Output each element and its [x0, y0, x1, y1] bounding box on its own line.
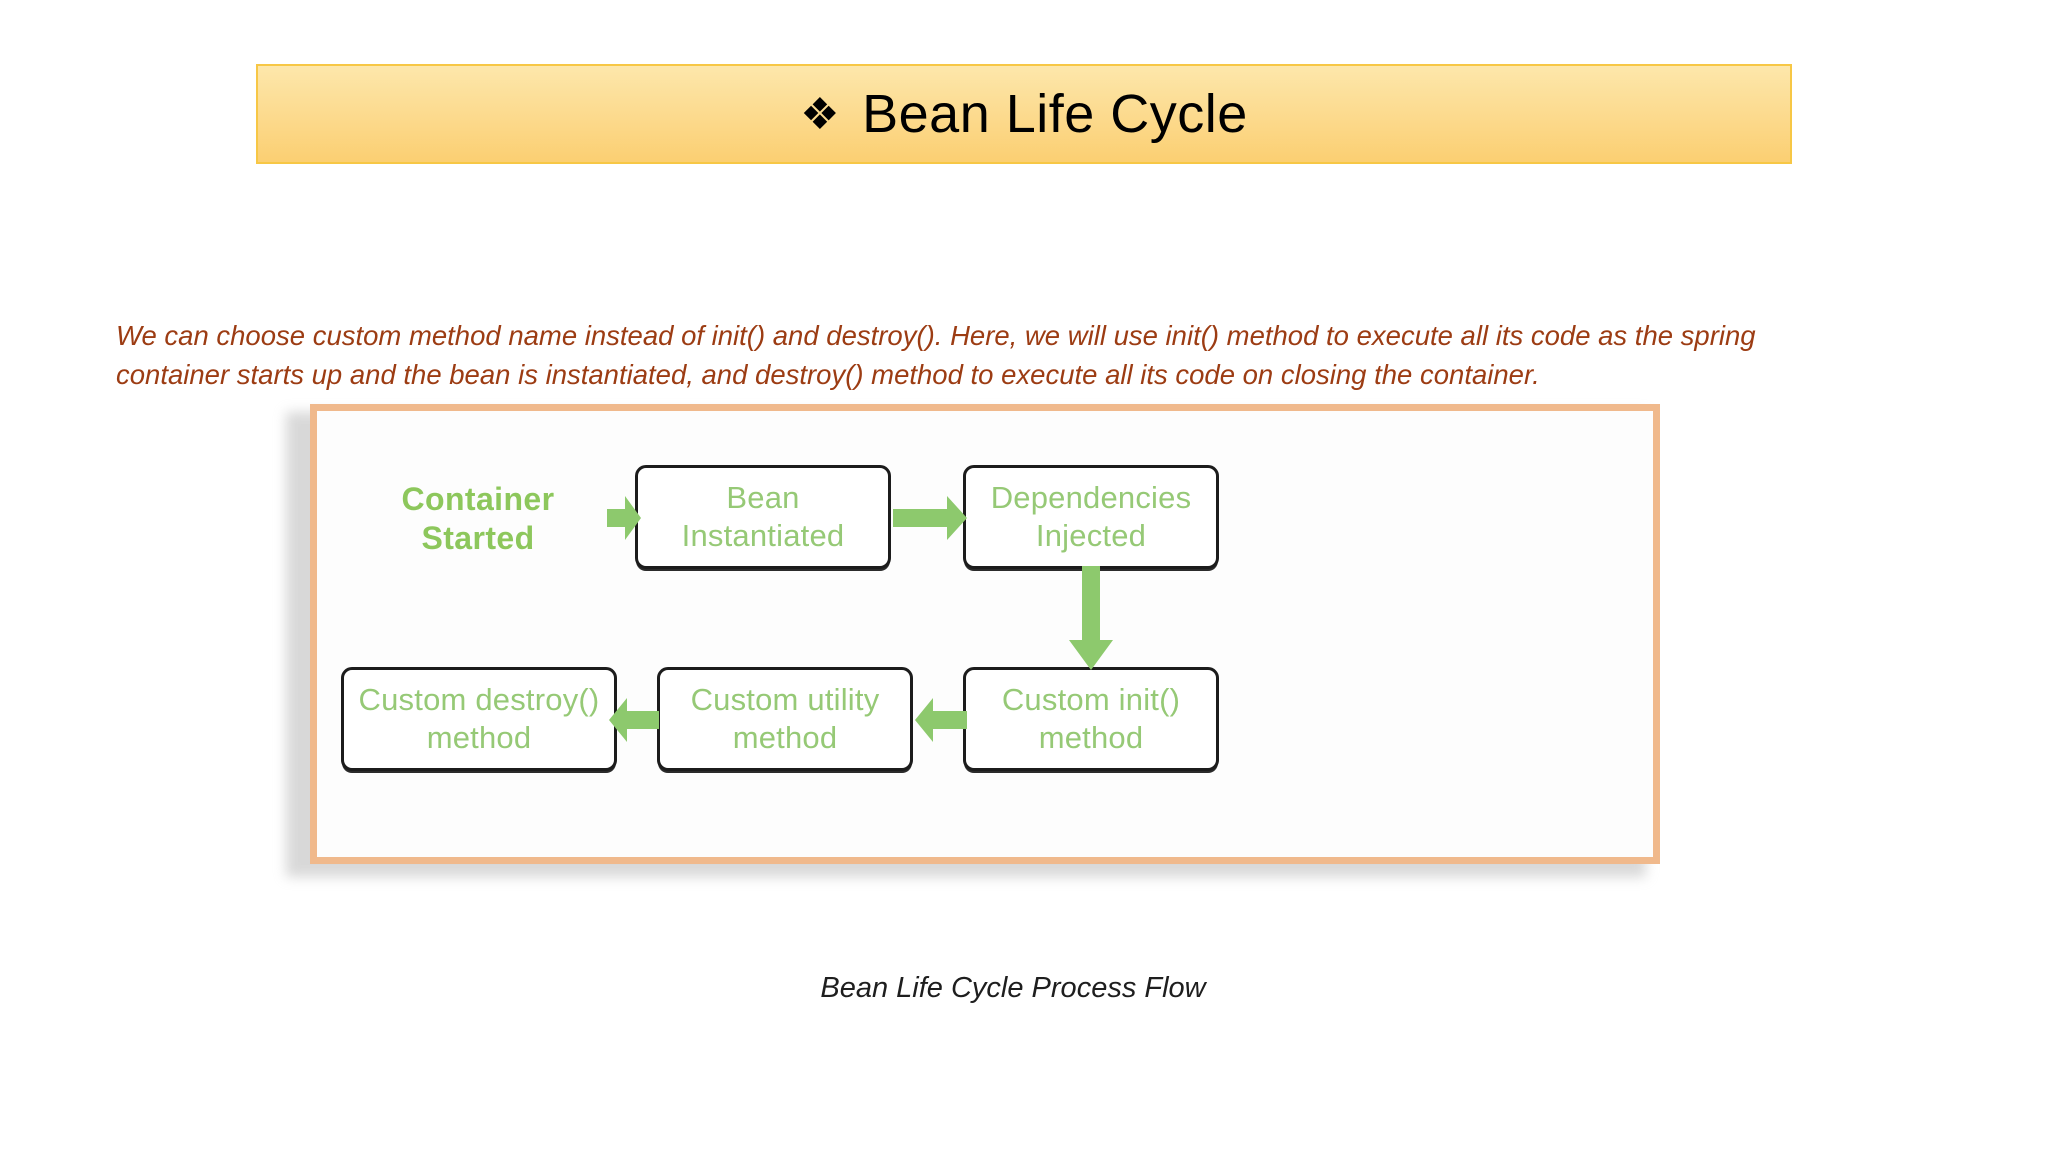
flow-node-label-line1: Custom init() — [1001, 682, 1181, 718]
slide-title-bar: ❖ Bean Life Cycle — [256, 64, 1792, 164]
flow-node-custom-destroy: Custom destroy() method — [341, 667, 617, 771]
arrow-right-icon-started-to-bean — [607, 494, 641, 542]
diagram-caption: Bean Life Cycle Process Flow — [0, 972, 2048, 1005]
flow-node-label-line2: method — [1038, 720, 1144, 755]
flow-node-label-line2: Injected — [1035, 518, 1147, 553]
arrow-left-icon-init-to-utility — [915, 696, 967, 744]
flow-node-custom-utility: Custom utility method — [657, 667, 913, 771]
flow-node-label-line2: method — [426, 720, 532, 755]
flow-node-label-line1: Custom destroy() — [358, 682, 600, 718]
flow-node-bean-instantiated: Bean Instantiated — [635, 465, 891, 569]
flow-node-label-line1: Custom utility — [690, 682, 880, 718]
page-title-text: Bean Life Cycle — [862, 84, 1248, 144]
arrow-left-icon-utility-to-destroy — [609, 696, 659, 744]
flow-node-label-line2: method — [732, 720, 838, 755]
flow-node-dependencies-injected: Dependencies Injected — [963, 465, 1219, 569]
arrow-right-icon-bean-to-deps — [893, 494, 967, 542]
flow-node-container-started: Container Started — [353, 473, 603, 565]
flow-node-label-line2: Instantiated — [681, 518, 845, 553]
flow-node-label-line1: Dependencies — [990, 480, 1192, 516]
diagram-canvas: Container Started Bean Instantiated Depe… — [317, 411, 1653, 857]
body-paragraph: We can choose custom method name instead… — [116, 319, 1756, 390]
diagram-image-frame: Container Started Bean Instantiated Depe… — [310, 404, 1660, 864]
flow-node-label-line2: Started — [421, 520, 535, 556]
diamond-bullet-icon: ❖ — [800, 90, 841, 139]
arrow-down-icon-deps-to-init — [1067, 566, 1115, 670]
diagram-caption-text: Bean Life Cycle Process Flow — [820, 972, 1206, 1004]
flow-node-label-line1: Container — [401, 480, 555, 517]
flow-node-custom-init: Custom init() method — [963, 667, 1219, 771]
page-title: ❖ Bean Life Cycle — [800, 87, 1248, 141]
flow-node-label-line1: Bean — [726, 480, 800, 516]
